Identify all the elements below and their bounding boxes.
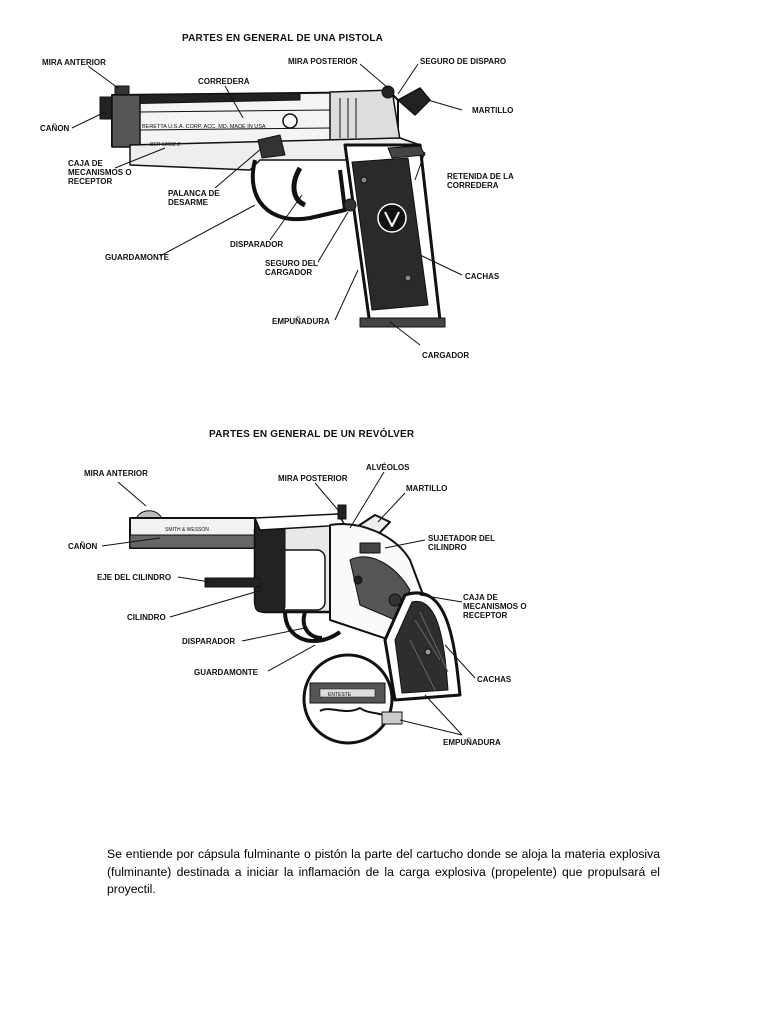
revolver-label-mira-anterior: MIRA ANTERIOR <box>84 469 148 478</box>
revolver-inset-engraving: ENTESTE <box>328 692 352 698</box>
revolver-label-alveolos: ALVÉOLOS <box>366 463 409 472</box>
revolver-illustration: SMITH & WESSON ENTESTE <box>0 0 768 780</box>
revolver-label-empunadura: EMPUÑADURA <box>443 738 501 747</box>
revolver-label-disparador: DISPARADOR <box>182 637 235 646</box>
revolver-label-eje-cilindro: EJE DEL CILINDRO <box>97 573 171 582</box>
revolver-label-cilindro: CILINDRO <box>127 613 166 622</box>
revolver-label-martillo: MARTILLO <box>406 484 447 493</box>
revolver-label-cachas: CACHAS <box>477 675 511 684</box>
revolver-label-guardamonte: GUARDAMONTE <box>194 668 258 677</box>
body-paragraph: Se entiende por cápsula fulminante o pis… <box>107 846 660 899</box>
revolver-label-canon: CAÑON <box>68 542 97 551</box>
revolver-label-caja: CAJA DE MECANISMOS O RECEPTOR <box>463 593 535 620</box>
revolver-label-mira-posterior: MIRA POSTERIOR <box>278 474 347 483</box>
revolver-barrel-engraving: SMITH & WESSON <box>165 527 209 533</box>
revolver-label-sujetador: SUJETADOR DEL CILINDRO <box>428 534 508 552</box>
